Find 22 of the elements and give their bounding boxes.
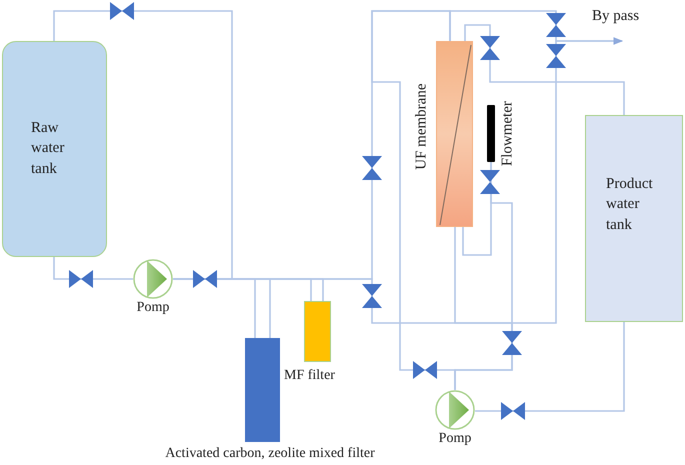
pipe xyxy=(53,257,133,280)
pipe xyxy=(53,10,233,280)
component-label: Activated carbon, zeolite mixed filter xyxy=(164,446,376,462)
pipe xyxy=(464,24,625,115)
flowmeter-bar xyxy=(487,105,495,162)
water-tank xyxy=(585,115,683,322)
component-label: Pomp xyxy=(438,431,472,448)
component-label: MF filter xyxy=(284,368,336,384)
water-tank xyxy=(2,41,107,257)
filter-cartridge xyxy=(245,338,280,442)
component-label: Flowmeter xyxy=(499,100,516,168)
filter-cartridge xyxy=(304,301,331,362)
pump-symbol xyxy=(133,259,173,299)
component-label: UF membrane xyxy=(413,82,430,172)
pipe xyxy=(475,322,625,412)
pump-symbol xyxy=(435,390,475,430)
bypass-label: By pass xyxy=(592,8,640,26)
pipe xyxy=(454,162,513,390)
tank-label: Raw water tank xyxy=(31,119,66,178)
membrane-module xyxy=(436,41,473,227)
component-label: Pomp xyxy=(136,300,170,316)
tank-label: Product water tank xyxy=(606,175,654,234)
